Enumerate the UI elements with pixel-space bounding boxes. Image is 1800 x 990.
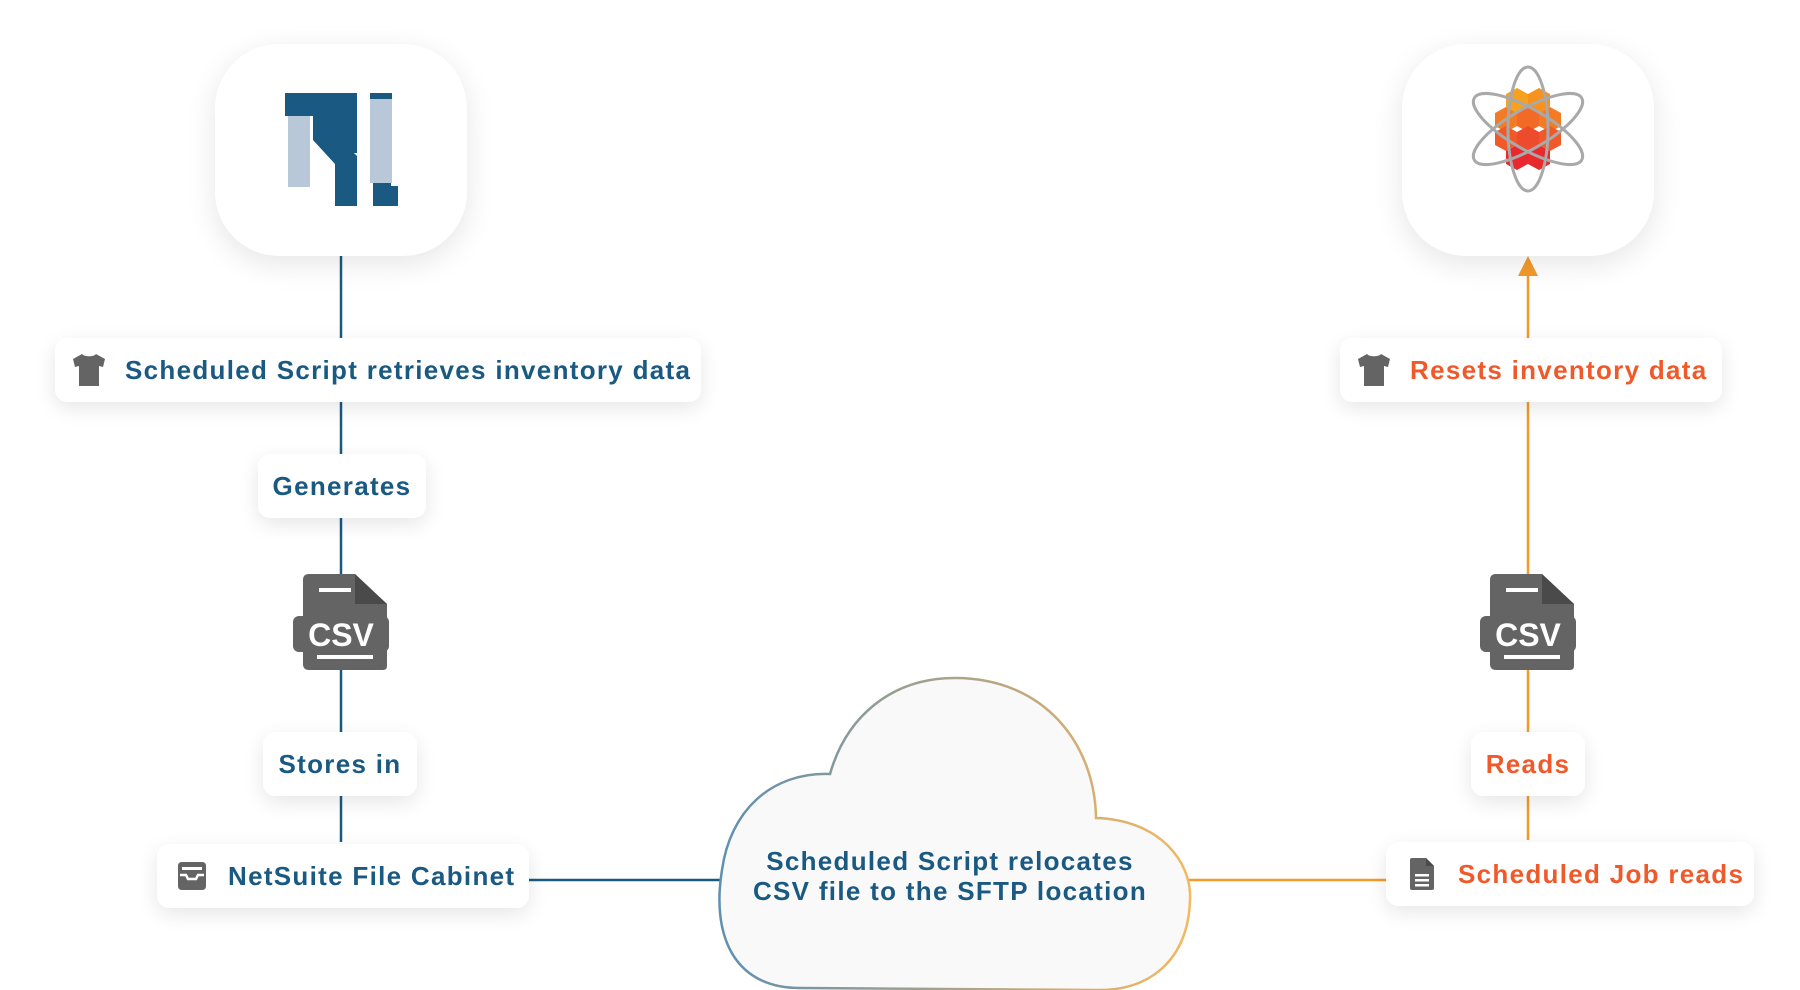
integration-logo-card bbox=[1402, 44, 1654, 256]
cloud-caption-line2: CSV file to the SFTP location bbox=[752, 876, 1148, 906]
netsuite-logo-card bbox=[215, 44, 467, 256]
step-scheduled-job-reads-label: Scheduled Job reads bbox=[1458, 858, 1745, 889]
netsuite-file-cabinet: NetSuite File Cabinet bbox=[157, 844, 529, 908]
step-generates-label: Generates bbox=[272, 470, 412, 501]
cloud-caption: Scheduled Script relocates CSV file to t… bbox=[720, 846, 1180, 906]
netsuite-file-cabinet-label: NetSuite File Cabinet bbox=[228, 860, 516, 891]
file-cabinet-tray-icon bbox=[172, 856, 212, 896]
hexagon-atom-logo-icon bbox=[1471, 65, 1585, 193]
csv-file-icon-left: CSV bbox=[293, 572, 389, 672]
step-generates: Generates bbox=[258, 454, 426, 518]
sftp-cloud bbox=[718, 676, 1192, 990]
csv-label-right: CSV bbox=[1495, 617, 1561, 653]
step-reads: Reads bbox=[1471, 732, 1585, 796]
step-stores-in-label: Stores in bbox=[278, 748, 402, 779]
tshirt-icon bbox=[1354, 350, 1394, 390]
step-reads-label: Reads bbox=[1485, 748, 1571, 779]
tshirt-icon bbox=[69, 350, 109, 390]
netsuite-logo-icon bbox=[285, 93, 398, 206]
step-resets-inventory-label: Resets inventory data bbox=[1410, 354, 1708, 385]
step-retrieve-inventory: Scheduled Script retrieves inventory dat… bbox=[55, 338, 701, 402]
document-icon bbox=[1402, 854, 1442, 894]
step-resets-inventory: Resets inventory data bbox=[1340, 338, 1722, 402]
csv-label-left: CSV bbox=[308, 617, 374, 653]
step-stores-in: Stores in bbox=[263, 732, 417, 796]
step-scheduled-job-reads: Scheduled Job reads bbox=[1386, 842, 1754, 906]
csv-file-icon-right: CSV bbox=[1480, 572, 1576, 672]
cloud-caption-line1: Scheduled Script relocates bbox=[766, 846, 1134, 876]
step-retrieve-inventory-label: Scheduled Script retrieves inventory dat… bbox=[125, 354, 692, 385]
